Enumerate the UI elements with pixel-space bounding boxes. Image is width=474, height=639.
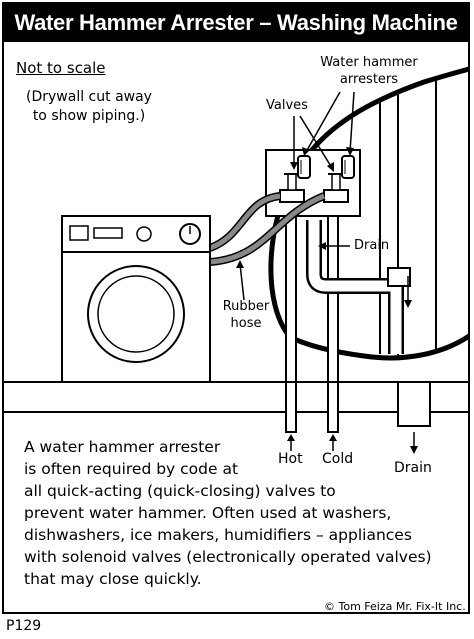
rubber-hose-label: Rubber hose [218,298,274,332]
caption-line: prevent water hammer. Often used at wash… [24,504,392,522]
drywall-note-line-1: (Drywall cut away [26,89,152,105]
rubber-hose-label-line-2: hose [230,316,262,331]
hot-label: Hot [278,451,303,467]
drywall-note-line-2: to show piping.) [32,108,146,124]
drain-standpipe [306,220,412,354]
not-to-scale-note: Not to scale [16,59,106,77]
caption-line: dishwashers, ice makers, humidifiers – a… [24,526,412,544]
cold-label: Cold [322,451,354,467]
caption: A water hammer arrester is often require… [24,436,464,590]
arresters-label-line-2: arresters [339,72,399,87]
diagram-artwork [4,66,468,454]
caption-line: all quick-acting (quick-closing) valves … [24,482,336,500]
drain-stack-below-floor [397,381,431,454]
drywall-note: (Drywall cut away to show piping.) [14,88,164,126]
caption-line: is often required by code at [24,460,239,478]
valves-label: Valves [266,98,308,113]
arresters-label-line-1: Water hammer [320,55,418,70]
rubber-hose-label-line-1: Rubber [222,299,270,314]
caption-line: that may close quickly. [24,570,202,588]
page-title: Water Hammer Arrester – Washing Machine … [4,4,468,73]
washing-machine [61,215,211,383]
water-hammer-arresters-label: Water hammer arresters [304,54,434,88]
illustration-frame: Water Hammer Arrester – Washing Machine … [2,2,470,614]
drain-bottom-label: Drain [394,460,432,476]
caption-line: with solenoid valves (electronically ope… [24,548,432,566]
drain-label-arrowhead [318,242,326,250]
copyright-credit: © Tom Feiza Mr. Fix-It Inc. [324,600,466,613]
page-id: P129 [6,618,42,634]
rubber-hoses [208,192,326,301]
caption-line: A water hammer arrester [24,438,221,456]
drain-label: Drain [354,238,390,253]
